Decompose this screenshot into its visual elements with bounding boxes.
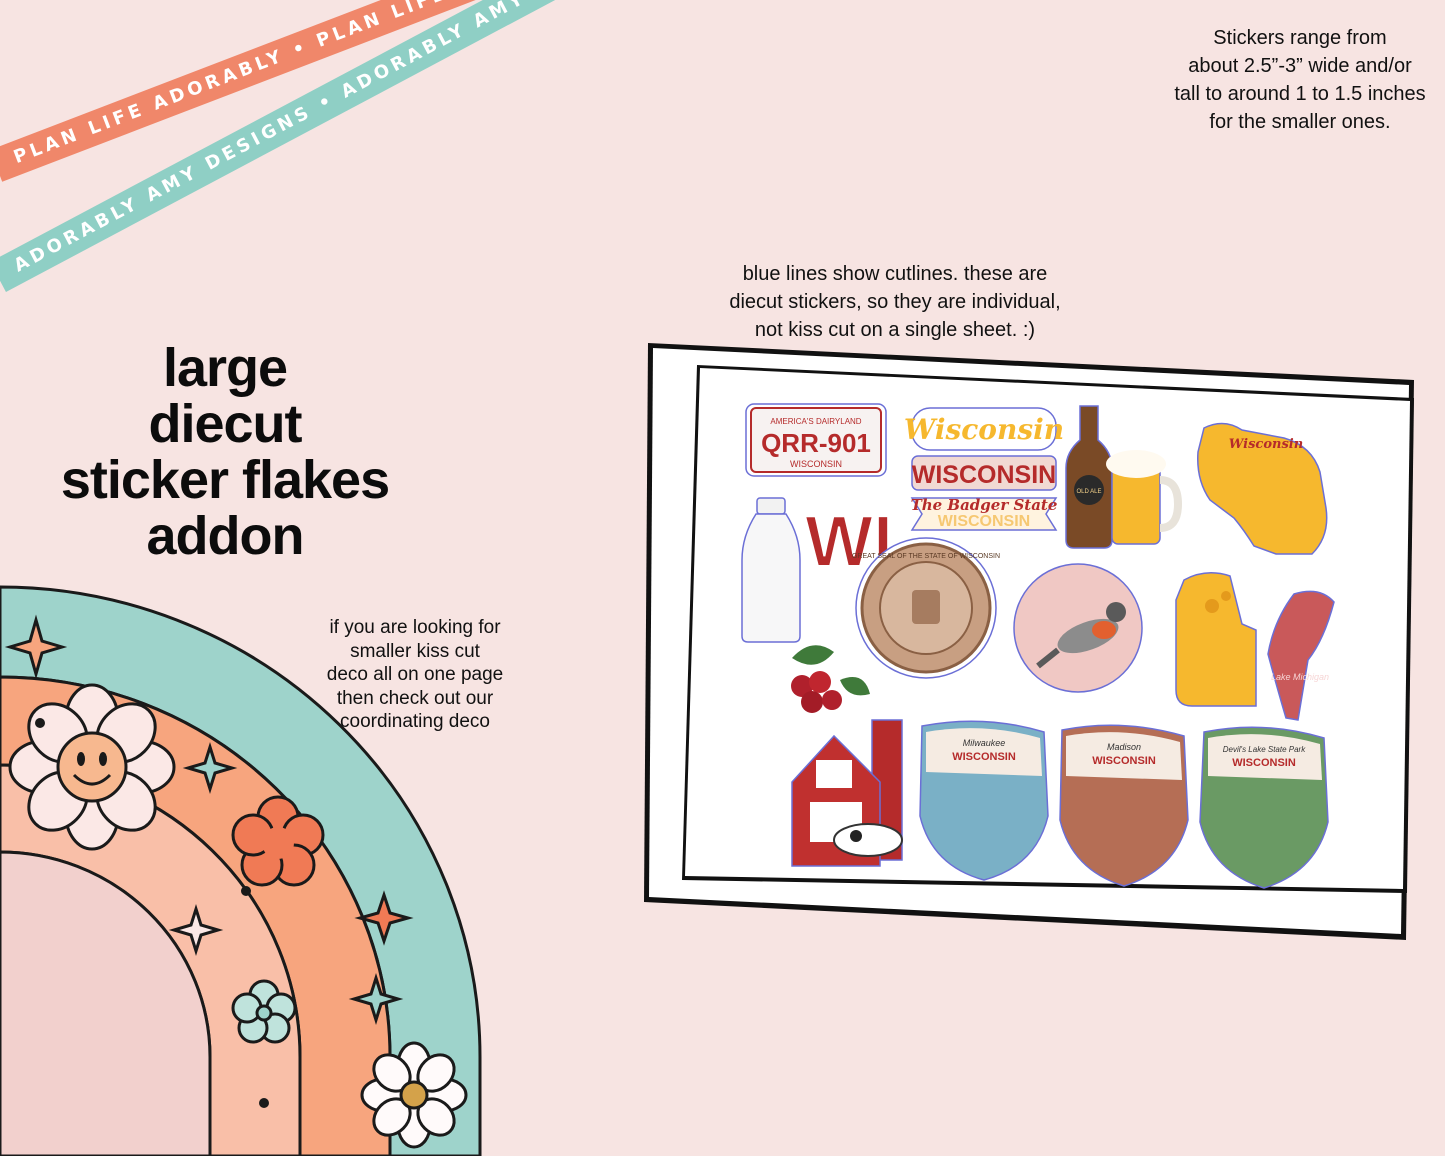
badge1-state-text: WISCONSIN [952,751,1016,763]
barn-sticker [791,719,903,867]
sparkle-icon [348,972,404,1026]
milk-bottle-sticker [741,497,801,643]
deco-note-line: if you are looking for [329,617,501,638]
headline-line: addon [146,506,305,566]
badge3-state-text: WISCONSIN [1232,757,1296,769]
sticker-sheet-preview: AMERICA'S DAIRYLAND QRR-901 WISCONSIN Wi… [644,340,1424,945]
milwaukee-badge-sticker: Milwaukee WISCONSIN [919,720,1049,881]
badger-sub-text: WISCONSIN [938,513,1030,530]
product-headline: large diecut sticker flakes addon [40,340,410,564]
orange-flower-icon [231,795,325,887]
badge3-city-text: Devil's Lake State Park [1223,745,1306,754]
plate-top-text: AMERICA'S DAIRYLAND [770,417,861,426]
cheese-sticker [1175,572,1257,707]
beer-label-text: OLD ALE [1076,489,1101,495]
dot-icon [35,718,45,728]
seal-text: GREAT SEAL OF THE STATE OF WISCONSIN [852,553,1000,560]
deco-note-line: then check out our [336,687,494,709]
size-note-line: Stickers range from [1213,27,1387,49]
sparkle-icon [354,890,414,946]
size-note-line: tall to around 1 to 1.5 inches [1174,83,1426,105]
sparkle-icon [182,741,238,795]
cutline-note-line: not kiss cut on a single sheet. :) [754,319,1036,341]
devils-lake-badge-sticker: Devil's Lake State Park WISCONSIN [1199,726,1329,889]
cutline-note: blue lines show cutlines. these are diec… [700,260,1090,344]
beer-sticker: OLD ALE [1065,405,1183,549]
headline-line: large [162,338,288,398]
rainbow-illustration [0,585,482,1156]
headline-line: sticker flakes [60,450,390,510]
headline-line: diecut [148,394,302,454]
robin-sticker [1013,563,1143,693]
badge1-city-text: Milwaukee [963,738,1006,748]
cutline-note-line: blue lines show cutlines. these are [742,263,1048,285]
badge2-state-text: WISCONSIN [1092,755,1156,767]
size-note-line: for the smaller ones. [1209,111,1391,133]
dot-icon [259,1098,269,1108]
license-plate-sticker: AMERICA'S DAIRYLAND QRR-901 WISCONSIN [745,403,887,477]
sparkle-icon [4,614,68,680]
cranberry-sticker [791,645,870,713]
white-daisy-icon [360,1041,468,1149]
madison-badge-sticker: Madison WISCONSIN [1059,724,1189,887]
lake-label-text: Lake Michigan [1271,672,1329,682]
badger-line-text: The Badger State [911,496,1058,514]
script-title-text: Wisconsin [904,413,1064,446]
deco-note-line: smaller kiss cut [350,640,480,662]
badge2-city-text: Madison [1107,742,1141,752]
wisconsin-map-sticker: Wisconsin [1197,422,1328,555]
cutline-note-line: diecut stickers, so they are individual, [729,291,1061,313]
map-label-text: Wisconsin [1229,437,1303,452]
size-note-line: about 2.5”-3” wide and/or [1188,55,1412,77]
deco-note-line: coordinating deco [340,711,490,732]
plate-bottom-text: WISCONSIN [790,459,842,469]
daisy-smiley-icon [8,683,176,851]
lake-michigan-sticker: Lake Michigan [1267,590,1335,721]
wisconsin-title-stickers: Wisconsin WISCONSIN The Badger State WIS… [904,407,1064,531]
size-note: Stickers range from about 2.5”-3” wide a… [1160,24,1440,136]
brand-ribbon-teal: ADORABLY AMY DESIGNS • ADORABLY AMY DESI… [0,0,783,293]
deco-note-line: deco all on one page [326,664,504,685]
block-title-text: WISCONSIN [912,461,1056,489]
dot-icon [241,886,251,896]
deco-note: if you are looking for smaller kiss cut … [300,616,530,734]
plate-number-text: QRR-901 [761,428,871,458]
teal-flower-icon [231,979,297,1044]
state-seal-sticker: GREAT SEAL OF THE STATE OF WISCONSIN [852,537,1000,679]
sparkle-icon [168,903,224,957]
